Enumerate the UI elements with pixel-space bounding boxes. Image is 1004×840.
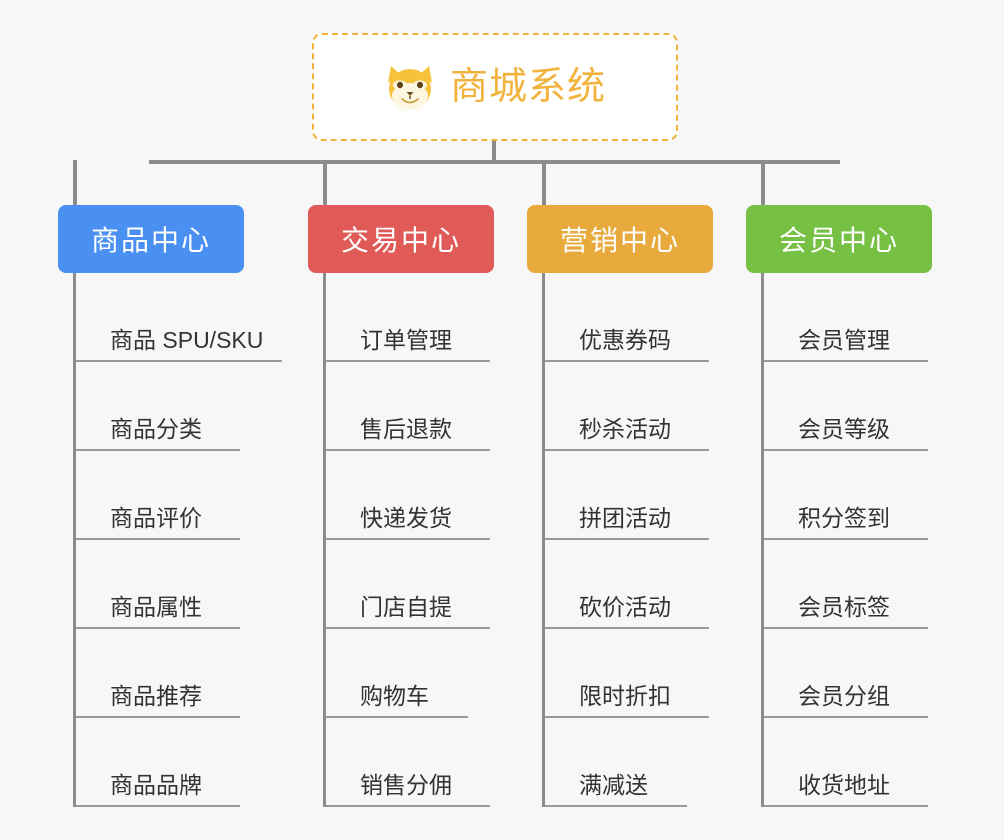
category-column-3: 营销中心	[527, 205, 713, 273]
root-node-label: 商城系统	[449, 66, 606, 108]
leaf-item-label: 售后退款	[360, 416, 452, 442]
leaf-item[interactable]: 销售分佣	[326, 718, 493, 807]
leaf-item-label: 拼团活动	[579, 505, 671, 531]
leaf-item-label: 销售分佣	[360, 772, 452, 798]
leaf-item-underline	[764, 360, 928, 362]
connector-trunk	[492, 141, 496, 160]
leaf-item-underline	[764, 627, 928, 629]
leaf-item[interactable]: 积分签到	[764, 451, 931, 540]
leaf-item[interactable]: 满减送	[545, 718, 712, 807]
leaf-item-underline	[76, 449, 240, 451]
leaf-item-underline	[76, 805, 240, 807]
leaf-item[interactable]: 会员等级	[764, 362, 931, 451]
leaf-item-underline	[545, 805, 687, 807]
leaf-item-underline	[76, 627, 240, 629]
leaf-list-3: 优惠券码秒杀活动拼团活动砍价活动限时折扣满减送	[542, 273, 712, 807]
leaf-item[interactable]: 商品推荐	[76, 629, 283, 718]
leaf-item-underline	[764, 805, 928, 807]
category-header-3[interactable]: 营销中心	[527, 205, 713, 273]
leaf-list-1: 商品 SPU/SKU 商品分类商品评价商品属性商品推荐商品品牌	[73, 273, 283, 807]
connector-drop-3	[542, 160, 546, 205]
leaf-item-label: 快递发货	[360, 505, 452, 531]
leaf-item-underline	[76, 360, 282, 362]
leaf-item-underline	[545, 716, 709, 718]
leaf-item[interactable]: 拼团活动	[545, 451, 712, 540]
leaf-item-label: 门店自提	[360, 594, 452, 620]
leaf-item[interactable]: 购物车	[326, 629, 493, 718]
leaf-item-label: 购物车	[360, 683, 429, 709]
leaf-item-underline	[76, 716, 240, 718]
connector-drop-1	[73, 160, 77, 205]
category-header-label: 商品中心	[90, 225, 211, 256]
leaf-item-underline	[326, 805, 490, 807]
category-header-4[interactable]: 会员中心	[746, 205, 932, 273]
category-header-2[interactable]: 交易中心	[308, 205, 494, 273]
leaf-item-label: 秒杀活动	[579, 416, 671, 442]
leaf-list-4: 会员管理会员等级积分签到会员标签会员分组收货地址	[761, 273, 931, 807]
leaf-item[interactable]: 砍价活动	[545, 540, 712, 629]
leaf-item-label: 限时折扣	[579, 683, 671, 709]
leaf-item-label: 商品品牌	[110, 772, 202, 798]
leaf-item[interactable]: 会员分组	[764, 629, 931, 718]
leaf-item[interactable]: 商品品牌	[76, 718, 283, 807]
category-header-label: 会员中心	[778, 225, 899, 256]
leaf-item[interactable]: 限时折扣	[545, 629, 712, 718]
leaf-item[interactable]: 快递发货	[326, 451, 493, 540]
leaf-item-underline	[326, 627, 490, 629]
leaf-item[interactable]: 商品 SPU/SKU	[76, 273, 283, 362]
leaf-item-label: 商品属性	[110, 594, 202, 620]
leaf-item[interactable]: 优惠券码	[545, 273, 712, 362]
category-header-label: 交易中心	[340, 225, 461, 256]
leaf-item-label: 优惠券码	[579, 327, 671, 353]
leaf-item-label: 商品分类	[110, 416, 202, 442]
leaf-item[interactable]: 门店自提	[326, 540, 493, 629]
category-header-1[interactable]: 商品中心	[58, 205, 244, 273]
leaf-item-label: 商品评价	[110, 505, 202, 531]
leaf-item-underline	[764, 716, 928, 718]
connector-horizontal-bar	[149, 160, 840, 164]
leaf-item-label: 收货地址	[798, 772, 890, 798]
leaf-item-underline	[326, 538, 490, 540]
root-node-mall-system[interactable]: 商城系统	[312, 33, 678, 141]
leaf-item-underline	[326, 716, 468, 718]
leaf-item[interactable]: 售后退款	[326, 362, 493, 451]
leaf-item[interactable]: 商品评价	[76, 451, 283, 540]
leaf-item-label: 会员管理	[798, 327, 890, 353]
leaf-item-underline	[764, 538, 928, 540]
category-header-label: 营销中心	[559, 225, 680, 256]
leaf-item[interactable]: 会员管理	[764, 273, 931, 362]
leaf-item-underline	[326, 360, 490, 362]
leaf-item-underline	[545, 538, 709, 540]
leaf-item[interactable]: 订单管理	[326, 273, 493, 362]
leaf-item-label: 会员分组	[798, 683, 890, 709]
leaf-item[interactable]: 秒杀活动	[545, 362, 712, 451]
leaf-item-label: 商品推荐	[110, 683, 202, 709]
leaf-item-label: 订单管理	[360, 327, 452, 353]
leaf-item-label: 会员等级	[798, 416, 890, 442]
leaf-item-underline	[764, 449, 928, 451]
leaf-item[interactable]: 商品分类	[76, 362, 283, 451]
connector-drop-4	[761, 160, 765, 205]
leaf-item-underline	[326, 449, 490, 451]
connector-drop-2	[323, 160, 327, 205]
leaf-item-underline	[545, 360, 709, 362]
leaf-item-label: 砍价活动	[579, 594, 671, 620]
leaf-item[interactable]: 商品属性	[76, 540, 283, 629]
leaf-item-label: 商品 SPU/SKU	[110, 327, 264, 353]
category-column-2: 交易中心	[308, 205, 494, 273]
leaf-item-underline	[545, 627, 709, 629]
leaf-item-label: 会员标签	[798, 594, 890, 620]
shiba-dog-icon	[387, 66, 432, 111]
leaf-list-2: 订单管理售后退款快递发货门店自提购物车销售分佣	[323, 273, 493, 807]
leaf-item-label: 积分签到	[798, 505, 890, 531]
leaf-item[interactable]: 收货地址	[764, 718, 931, 807]
leaf-item-underline	[76, 538, 240, 540]
category-column-4: 会员中心	[746, 205, 932, 273]
leaf-item-label: 满减送	[579, 772, 648, 798]
category-column-1: 商品中心	[58, 205, 244, 273]
leaf-item-underline	[545, 449, 709, 451]
leaf-item[interactable]: 会员标签	[764, 540, 931, 629]
